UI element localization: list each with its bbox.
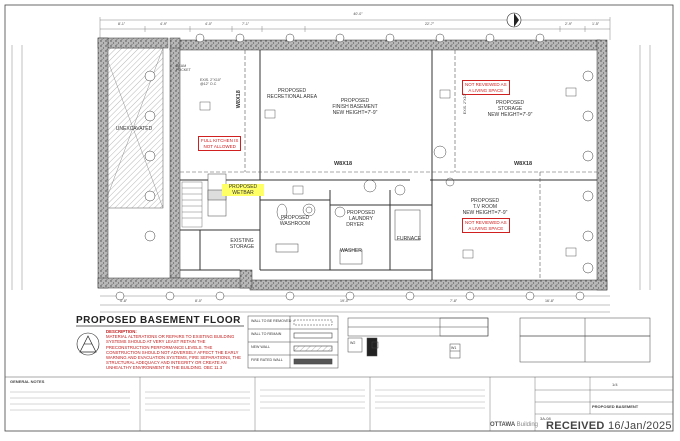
finish-basement-label: PROPOSED FINISH BASEMENT NEW HEIGHT=7'-9…: [332, 98, 378, 116]
wetbar-label: PROPOSED WETBAR: [222, 184, 264, 196]
beam-label-3: W8X18: [235, 90, 242, 109]
legend-new-wall: NEW WALL: [251, 345, 271, 349]
legend-wall-remain: WALL TO REMAIN: [251, 332, 282, 336]
existing-storage-label: EXISTING STORAGE: [229, 238, 255, 250]
dim-top-3: 4'-0": [205, 22, 213, 26]
received-stamp: RECEIVED 16/Jan/2025: [546, 420, 672, 432]
dim-bottom-4: 7'-8": [450, 299, 458, 303]
dim-top-5: 22'-7": [425, 22, 435, 26]
dim-bottom-5: 16'-8": [545, 299, 555, 303]
not-living-note-1: NOT REVIEWED AS A LIVING SPACE: [462, 80, 510, 95]
ottawa-logo: OTTAWA Building: [490, 422, 539, 428]
legend-fire-wall: FIRE RATED WALL: [251, 358, 283, 362]
exist-joist-note: EXIS. 2"X10": [462, 93, 467, 115]
window-legend-w1: W1: [451, 346, 457, 350]
project-name: PROPOSED BASEMENT: [592, 404, 639, 409]
dim-bottom-1: 5'-8": [120, 299, 128, 303]
dim-top-7: 1'-5": [592, 22, 600, 26]
furnace-label: FURNACE: [396, 236, 422, 242]
dim-top-4: 7'-1": [242, 22, 250, 26]
received-label: RECEIVED: [546, 420, 605, 432]
dim-top-2: 4'-9": [160, 22, 168, 26]
beam-label-2: W8X18: [513, 161, 533, 167]
unexcavated-label: UNEXCAVATED: [115, 126, 153, 132]
dim-top-6: 2'-9": [565, 22, 573, 26]
description-text: MATERIAL ALTERATIONS OR REPAIRS TO EXIST…: [106, 334, 242, 371]
rec-area-label: PROPOSED RECRETIONAL AREA: [266, 88, 318, 100]
not-living-note-2: NOT REVIEWED AS A LIVING SPACE: [462, 218, 510, 233]
scale-value: 1/4: [612, 382, 618, 387]
beam-label-1: W8X18: [333, 161, 353, 167]
dryer-label: DRYER: [346, 222, 364, 228]
dim-bottom-2: 8'-0": [195, 299, 203, 303]
general-notes-heading: GENERAL NOTES: [10, 379, 45, 384]
tv-room-label: PROPOSED T.V ROOM NEW HEIGHT=7'-9": [462, 198, 508, 216]
legend-wall-removed: WALL TO BE REMOVED: [251, 319, 292, 323]
window-legend-w2: W2: [350, 341, 356, 345]
washroom-label: PROPOSED WASHROOM: [279, 215, 311, 227]
sheet-number: 3A-08: [540, 416, 551, 421]
full-kitchen-note: FULL KITCHEN IS NOT ALLOWED: [198, 136, 242, 151]
washer-label: WASHER: [340, 248, 362, 254]
dim-top-1: 8'-1": [118, 22, 126, 26]
dim-bottom-3: 19'-0": [340, 299, 350, 303]
overall-dimension: 40'-0": [353, 12, 363, 16]
storage-label: PROPOSED STORAGE NEW HEIGHT=7'-9": [487, 100, 533, 118]
received-date: 16/Jan/2025: [608, 420, 672, 432]
north-symbol-icon: [76, 332, 100, 356]
beam-pocket-note: BEAM POCKET: [176, 64, 191, 73]
laundry-label: PROPOSED LAUNDRY: [346, 210, 376, 222]
description-title: DESCRIPTION:: [106, 329, 137, 334]
north-arrow-icon: [506, 12, 522, 28]
joist-note: EXIS. 2"X10" @12" O.C: [200, 78, 222, 87]
description-block: DESCRIPTION: MATERIAL ALTERATIONS OR REP…: [106, 329, 244, 371]
drawing-title: PROPOSED BASEMENT FLOOR: [76, 315, 241, 326]
